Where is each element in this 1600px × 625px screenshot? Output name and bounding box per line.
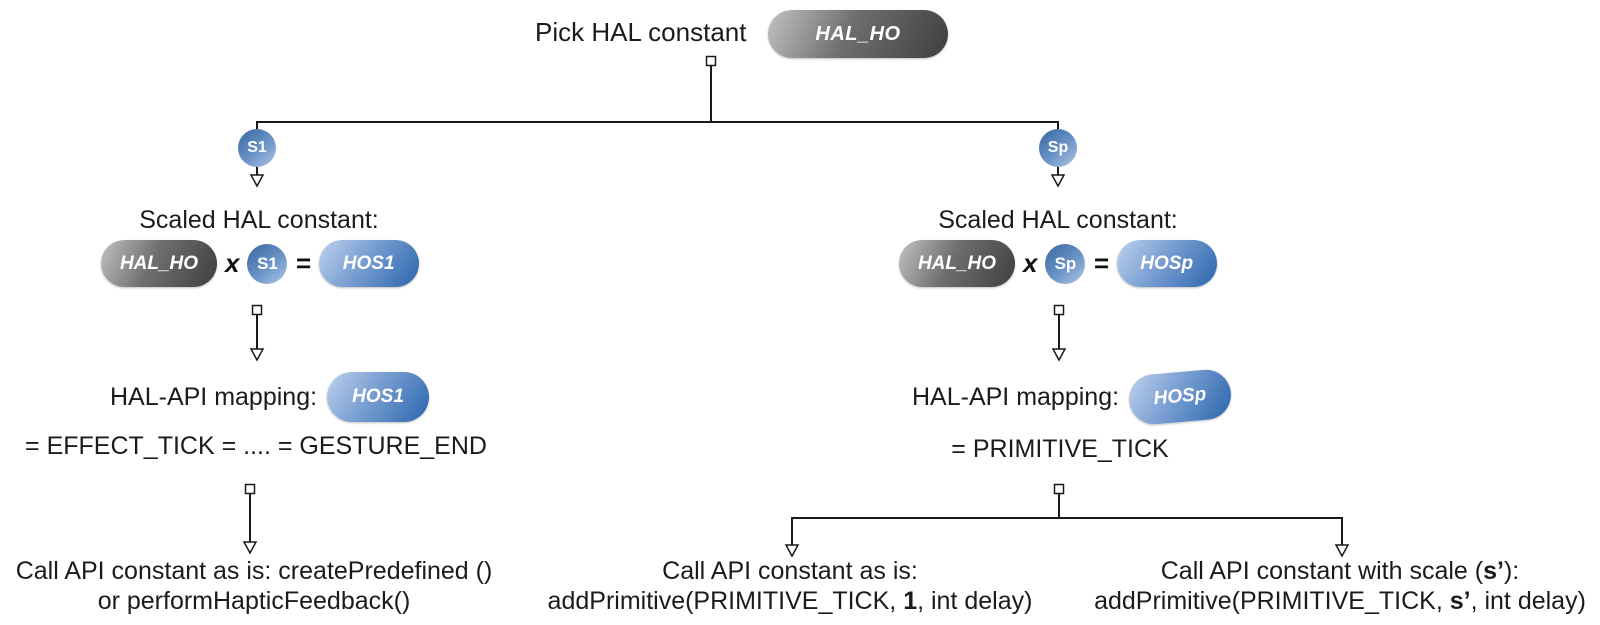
scaled-constant-heading-left: Scaled HAL constant: [139,206,379,234]
scaled-constant-heading-right: Scaled HAL constant: [938,206,1178,234]
call-block-with-scale-line2: addPrimitive(PRIMITIVE_TICK, s’, int del… [1094,586,1586,616]
call-as-is-pre: addPrimitive(PRIMITIVE_TICK, [547,587,904,615]
hal-pill-left: HAL_HO [101,240,217,287]
call-as-is-post: , int delay) [917,587,1033,615]
scale-badge-formula-left: S1 [247,243,288,284]
scale-badge-formula-left-label: S1 [257,253,278,273]
branch-badge-s1-label: S1 [247,139,267,156]
call-scale-l1-post: ): [1503,557,1520,585]
equals-operator-right: = [1093,248,1109,278]
call-scale-l1-bold: s’ [1483,557,1504,585]
call-block-as-is: Call API constant as is: addPrimitive(PR… [548,556,1033,616]
call-scale-l2-pre: addPrimitive(PRIMITIVE_TICK, [1094,587,1450,615]
branch-badge-sp-label: Sp [1047,139,1069,156]
call-block-left: Call API constant as is: createPredefine… [16,556,493,616]
call-block-as-is-line1: Call API constant as is: [662,557,918,585]
result-pill-right: HOSp [1116,240,1217,287]
root-branch-connector [256,65,1059,176]
call-as-is-scale-value: 1 [903,587,918,615]
hal-constant-pill: HAL_HO [768,10,948,58]
branch-badge-s1: S1 [238,129,276,167]
call-block-with-scale-line1: Call API constant with scale (s’): [1094,556,1586,586]
equals-operator-left: = [295,248,311,278]
call-scale-l2-post: , int delay) [1470,587,1586,615]
call-block-left-line2: or performHapticFeedback() [97,587,411,615]
result-pill-left-label: HOS1 [342,252,395,274]
times-operator-left: x [225,248,240,278]
square-connector-markers [244,55,1065,495]
call-block-with-scale: Call API constant with scale (s’): addPr… [1094,556,1586,616]
scaled-formula-right: HAL_HO x Sp = HOSp [899,240,1217,287]
result-pill-right-label: HOSp [1140,252,1194,274]
result-pill-left: HOS1 [318,240,419,287]
mapping-pill-right: HOSp [1127,367,1234,427]
mapping-pill-right-label: HOSp [1152,383,1208,410]
arrowhead-icons [242,174,1350,558]
branch-badge-sp: Sp [1039,129,1077,167]
mapping-row-right: HAL-API mapping: HOSp [912,367,1234,427]
call-block-left-line1: Call API constant as is: createPredefine… [15,557,493,585]
hal-pill-right-label: HAL_HO [917,252,997,274]
hal-pill-left-label: HAL_HO [119,252,199,274]
mapping-equation-right: = PRIMITIVE_TICK [951,435,1169,463]
scaled-formula-left: HAL_HO x S1 = HOS1 [101,240,419,287]
call-scale-l1-pre: Call API constant with scale ( [1160,557,1484,585]
times-operator-right: x [1023,248,1038,278]
mapping-heading-right: HAL-API mapping: [912,383,1120,411]
mapping-pill-left-label: HOS1 [352,386,404,407]
scale-badge-formula-right-label: Sp [1054,253,1077,273]
call-scale-l2-bold: s’ [1449,587,1471,615]
root-label: Pick HAL constant [535,17,747,47]
mapping-heading-left: HAL-API mapping: [110,383,318,411]
call-block-as-is-line2: addPrimitive(PRIMITIVE_TICK, 1, int dela… [548,586,1033,616]
hal-constant-pill-label: HAL_HO [815,22,901,45]
scale-badge-formula-right: Sp [1045,243,1086,284]
mapping-pill-left: HOS1 [327,372,430,422]
mid-connectors [249,314,1343,546]
mapping-equation-left: = EFFECT_TICK = .... = GESTURE_END [25,432,487,460]
mapping-row-left: HAL-API mapping: HOS1 [110,372,430,422]
hal-pill-right: HAL_HO [899,240,1015,287]
